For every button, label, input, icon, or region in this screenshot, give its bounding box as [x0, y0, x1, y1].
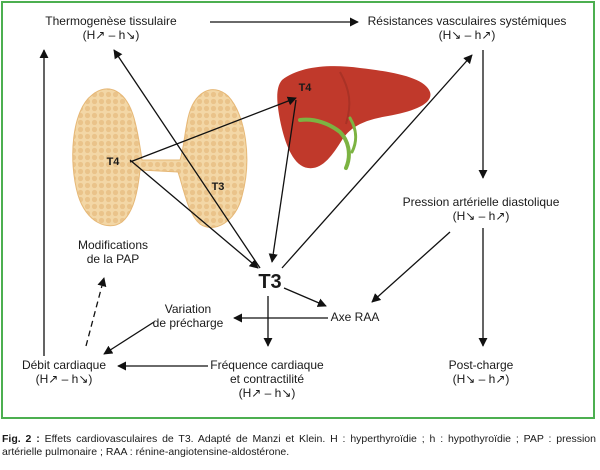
caption-text: Effets cardiovasculaires de T3. Adapté d…: [2, 433, 596, 458]
liver-t4-label: T4: [298, 82, 312, 94]
figure-caption: Fig. 2 : Effets cardiovasculaires de T3.…: [2, 433, 596, 459]
node-preload-line2: de précharge: [152, 316, 224, 330]
node-raa: Axe RAA: [330, 310, 380, 324]
arrow-thyroid-to-t3: [129, 159, 259, 269]
node-diastolic-sub: (H↘ – h↗): [452, 209, 510, 223]
node-thermogenesis-title: Thermogenèse tissulaire: [45, 14, 177, 28]
node-pap: Modifications de la PAP: [78, 238, 148, 266]
node-diastolic: Pression artérielle diastolique (H↘ – h↗…: [403, 195, 560, 223]
node-resistances-sub: (H↘ – h↗): [438, 28, 496, 42]
node-pap-line1: Modifications: [77, 238, 149, 252]
node-heart-rate-line1: Fréquence cardiaque: [210, 358, 324, 372]
connector-arrows: [39, 17, 488, 371]
node-cardiac-output: Débit cardiaque (H↗ – h↘): [22, 358, 106, 386]
node-resistances-title: Résistances vasculaires systémiques: [367, 14, 567, 28]
node-cardiac-output-sub: (H↗ – h↘): [35, 372, 93, 386]
arrow-diastolic-to-raa: [371, 231, 451, 303]
node-thermogenesis: Thermogenèse tissulaire (H↗ – h↘): [45, 14, 176, 42]
arrow-liver-to-t3: [268, 99, 297, 263]
node-afterload-title: Post-charge: [448, 358, 514, 372]
thyroid-t4-label: T4: [106, 156, 120, 168]
node-diastolic-title: Pression artérielle diastolique: [402, 195, 560, 209]
node-preload: Variation de précharge: [153, 302, 224, 330]
node-heart-rate-sub: (H↗ – h↘): [238, 386, 296, 400]
node-thermogenesis-sub: (H↗ – h↘): [82, 28, 140, 42]
node-t3-center: T3: [258, 271, 282, 293]
arrow-thyroid-to-liver: [129, 96, 297, 163]
caption-label: Fig. 2 :: [2, 433, 40, 445]
diagram-canvas: [39, 17, 488, 371]
arrow-t3-to-thermogenesis: [113, 49, 261, 269]
node-resistances: Résistances vasculaires systémiques (H↘ …: [368, 14, 567, 42]
node-heart-rate: Fréquence cardiaque et contractilité (H↗…: [210, 358, 323, 400]
arrow-output-to-pap: [85, 277, 107, 347]
node-afterload-sub: (H↘ – h↗): [452, 372, 510, 386]
node-heart-rate-line2: et contractilité: [229, 372, 305, 386]
node-preload-line1: Variation: [164, 302, 212, 316]
liver-illustration: [277, 66, 431, 170]
thyroid-t3-label: T3: [211, 181, 225, 193]
node-cardiac-output-title: Débit cardiaque: [21, 358, 107, 372]
node-afterload: Post-charge (H↘ – h↗): [449, 358, 514, 386]
arrow-t3-to-resistances: [281, 54, 473, 269]
arrow-t3-to-raa: [283, 287, 327, 307]
thyroid-illustration: [72, 88, 248, 228]
arrow-preload-to-output: [103, 321, 155, 355]
node-pap-line2: de la PAP: [86, 252, 140, 266]
